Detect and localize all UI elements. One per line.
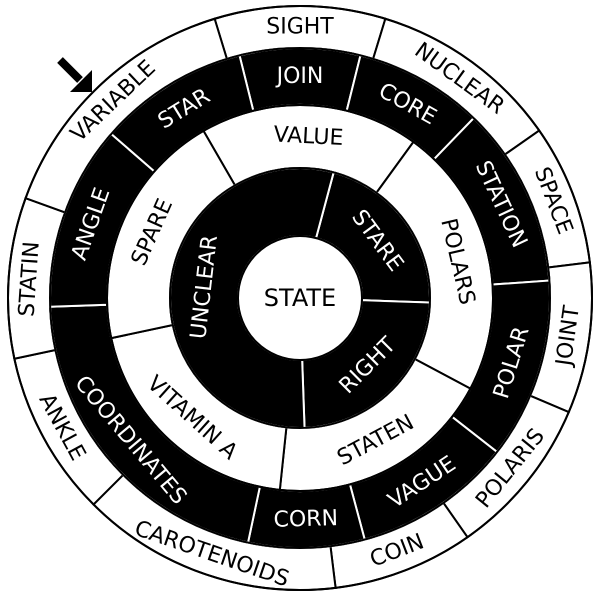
segment-label-statin: STATIN [15,241,45,318]
segment-label-corn: CORN [273,506,338,533]
segment-label-value: VALUE [273,122,344,151]
word-wheel: SIGHTNUCLEARSPACEJOINTPOLARISCOINCAROTEN… [7,5,593,592]
inner-ring-border [169,167,431,429]
center-word: STATE [264,284,336,312]
arrow-icon [57,57,92,92]
second-ring-border [106,104,494,492]
center-circle: STATE [237,235,363,361]
segment-label-join: JOIN [275,64,324,89]
segment-label-sight: SIGHT [266,15,334,40]
third-ring-border [49,47,551,549]
outer-ring-border [7,5,593,591]
